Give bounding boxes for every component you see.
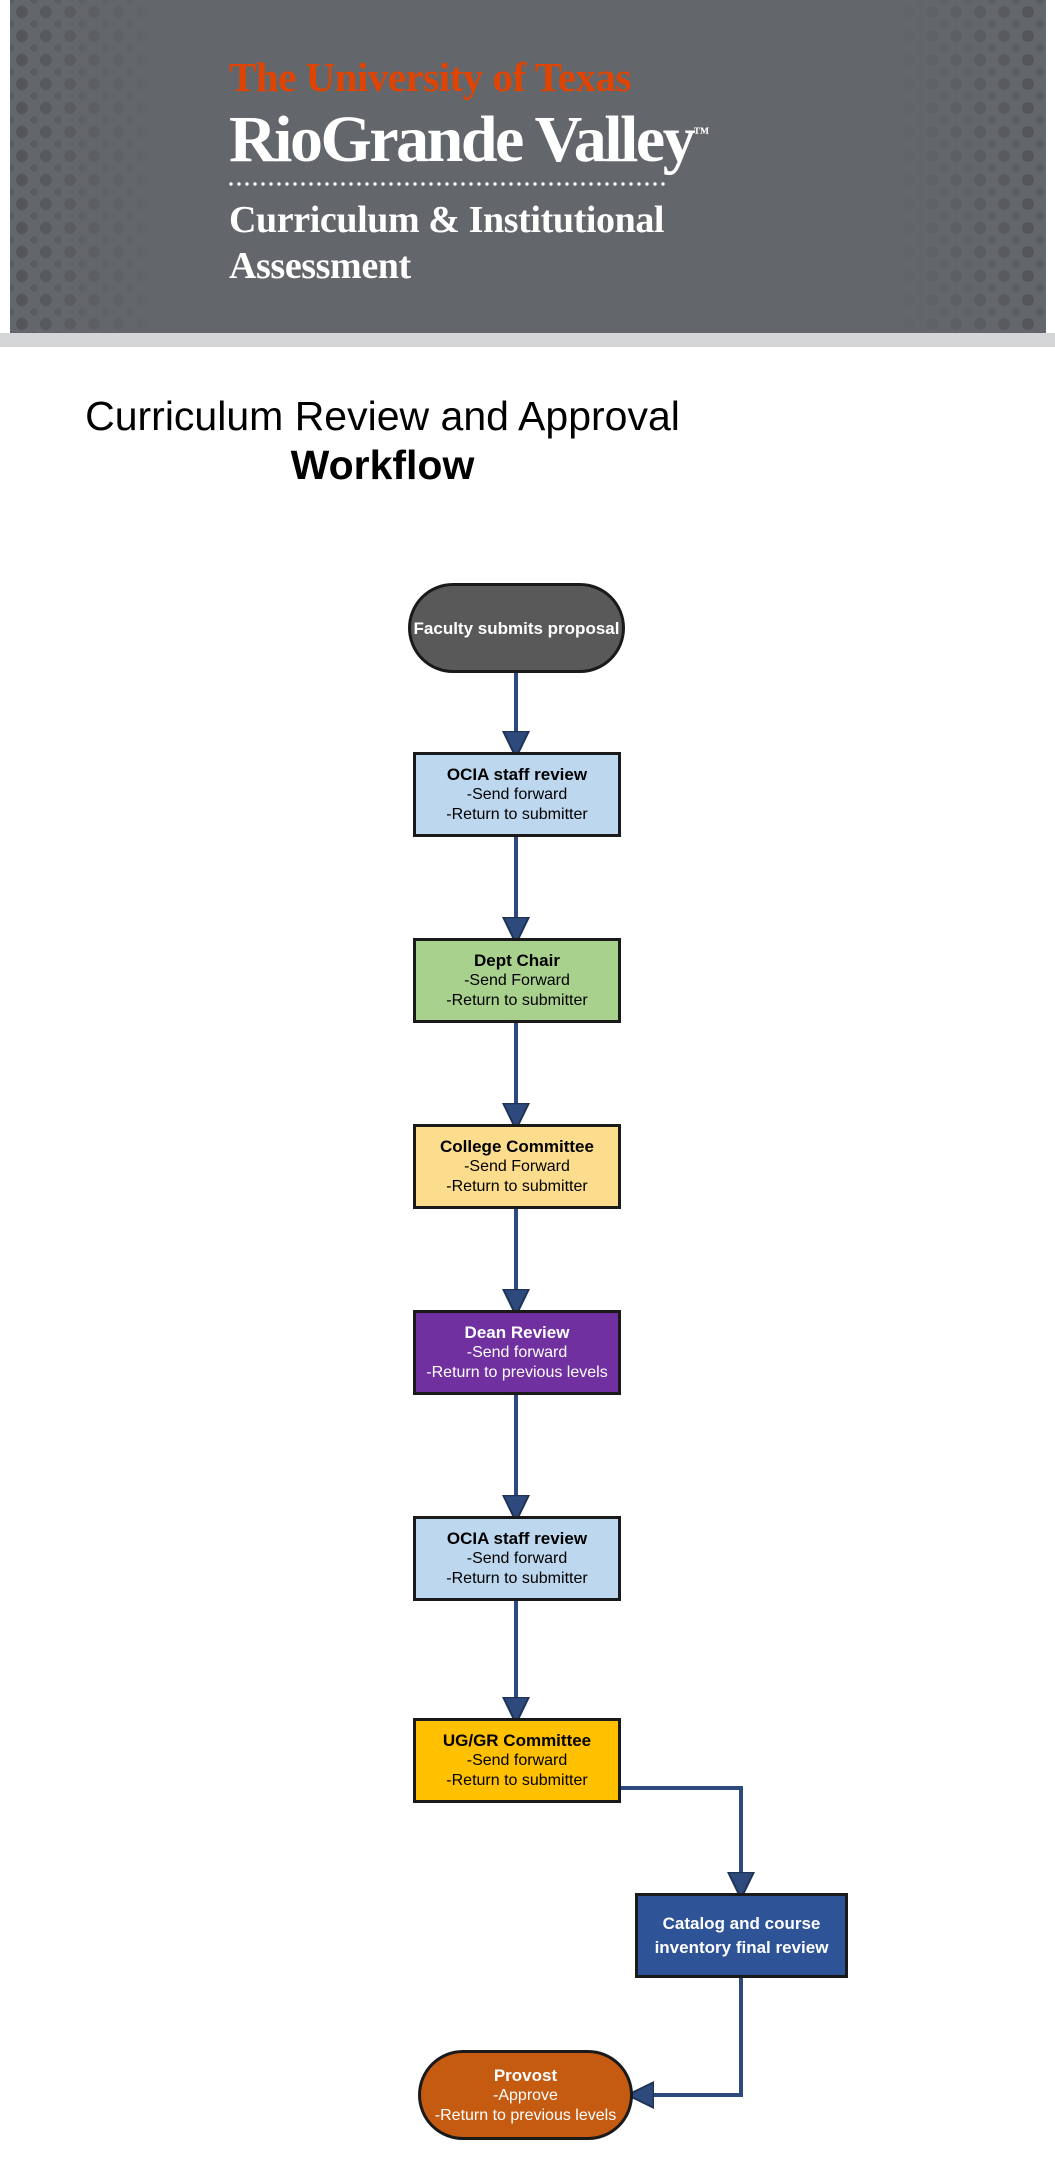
flow-node-title: Dept Chair <box>474 951 560 970</box>
flow-node-action-send-forward: -Send forward <box>466 1550 568 1567</box>
flow-node-title: College Committee <box>440 1137 594 1156</box>
edge-catalog-to-provost <box>641 1978 743 2095</box>
flow-node-action-return-to-submitter: -Return to submitter <box>446 1772 588 1789</box>
flow-node-ocia-staff-review-1[interactable]: OCIA staff review -Send forward -Return … <box>413 752 621 837</box>
flow-node-catalog-and-course-inventory-final-review[interactable]: Catalog and course inventory final revie… <box>635 1893 848 1978</box>
flow-node-action-send-forward: -Send Forward <box>464 972 570 989</box>
flow-node-college-committee[interactable]: College Committee -Send Forward -Return … <box>413 1124 621 1209</box>
utrgv-logo: The University of Texas RioGrande Valley… <box>229 55 849 289</box>
flow-node-action-send-forward: -Send forward <box>466 1344 568 1361</box>
flow-node-title: OCIA staff review <box>446 1529 588 1548</box>
page-title: Curriculum Review and Approval Workflow <box>0 392 765 490</box>
logo-line-dept-1: Curriculum & Institutional <box>229 199 665 241</box>
flow-node-action-return-to-submitter: -Return to submitter <box>446 1178 588 1195</box>
flow-node-action-return-to-submitter: -Return to submitter <box>446 1570 588 1587</box>
flow-node-action-send-forward: -Send forward <box>466 1752 568 1769</box>
flow-node-title: Faculty submits proposal <box>413 618 620 638</box>
logo-line-riograndevalley: RioGrande Valley™ <box>229 99 849 175</box>
flow-node-action-send-forward: -Send Forward <box>464 1158 570 1175</box>
flow-node-dept-chair[interactable]: Dept Chair -Send Forward -Return to subm… <box>413 938 621 1023</box>
flow-node-title-line-1: Catalog and course <box>662 1913 821 1933</box>
flow-node-ug-gr-committee[interactable]: UG/GR Committee -Send forward -Return to… <box>413 1718 621 1803</box>
flow-node-title: OCIA staff review <box>446 765 588 784</box>
banner-bottom-strip <box>0 333 1055 347</box>
flow-node-ocia-staff-review-2[interactable]: OCIA staff review -Send forward -Return … <box>413 1516 621 1601</box>
logo-rgv-text: RioGrande Valley <box>229 103 696 176</box>
flow-node-provost[interactable]: Provost -Approve -Return to previous lev… <box>418 2050 633 2140</box>
flow-node-title: Provost <box>493 2065 558 2085</box>
page-title-line-2: Workflow <box>290 442 475 488</box>
dotted-rule-divider <box>229 182 665 186</box>
edge-uggr-to-catalog <box>621 1786 741 1885</box>
flow-node-action-return-to-previous-levels: -Return to previous levels <box>426 1364 608 1381</box>
page-title-line-1: Curriculum Review and Approval <box>85 393 680 439</box>
trademark-icon: ™ <box>693 125 710 142</box>
flow-node-dean-review[interactable]: Dean Review -Send forward -Return to pre… <box>413 1310 621 1395</box>
flow-node-action-return-to-submitter: -Return to submitter <box>446 992 588 1009</box>
flow-node-title-line-2: inventory final review <box>654 1937 829 1957</box>
flow-node-title: Dean Review <box>464 1323 570 1342</box>
logo-line-dept-2: Assessment <box>229 245 411 287</box>
flow-node-action-return-to-submitter: -Return to submitter <box>446 806 588 823</box>
flow-node-action-approve: -Approve <box>493 2086 558 2104</box>
flow-node-title: UG/GR Committee <box>442 1731 592 1750</box>
logo-line-university: The University of Texas <box>229 54 631 100</box>
flow-node-faculty-submits-proposal[interactable]: Faculty submits proposal <box>408 583 625 673</box>
flow-node-action-send-forward: -Send forward <box>466 786 568 803</box>
flow-node-action-return-to-previous-levels: -Return to previous levels <box>434 2106 617 2124</box>
